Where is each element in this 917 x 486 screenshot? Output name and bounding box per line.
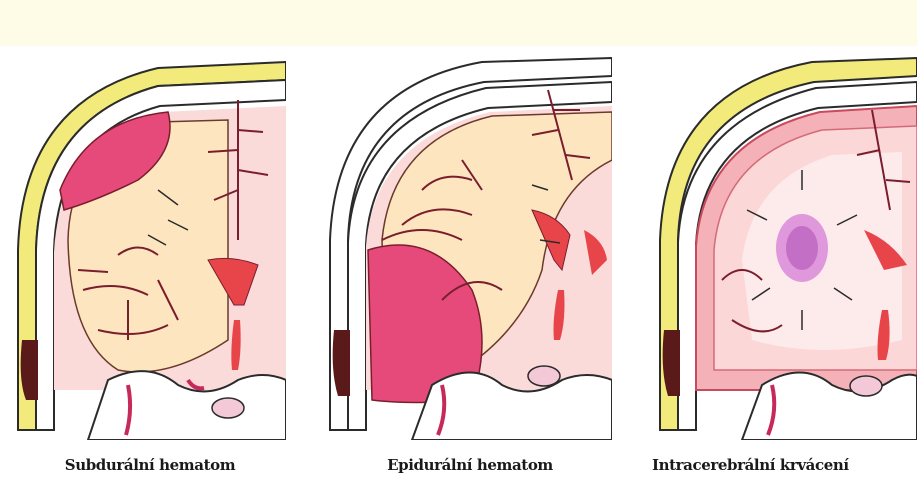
epidural-hematoma-diagram [322, 40, 612, 440]
epidural-hematoma-panel [322, 40, 612, 440]
epidural-hematoma-caption: Epidurální hematom [340, 456, 600, 482]
subdural-hematoma-caption: Subdurální hematom [20, 456, 280, 482]
subdural-hematoma-diagram [8, 40, 286, 440]
intracerebral-hemorrhage-panel [652, 40, 917, 440]
subdural-hematoma-panel [8, 40, 286, 440]
intracerebral-hemorrhage-diagram [652, 40, 917, 440]
intracerebral-hemorrhage-caption: Intracerebrální krvácení [652, 456, 917, 482]
